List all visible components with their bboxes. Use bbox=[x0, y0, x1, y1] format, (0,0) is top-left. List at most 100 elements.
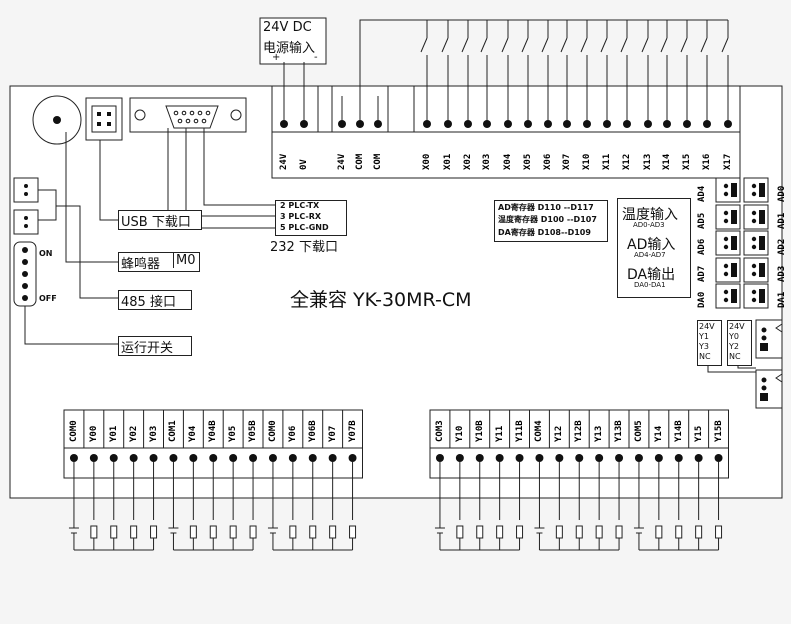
da-register-text: DA寄存器 D108--D109 bbox=[498, 228, 591, 237]
analog-left-label: AD7 bbox=[697, 265, 707, 282]
terminal-screw bbox=[644, 120, 652, 128]
terminal-screw bbox=[504, 120, 512, 128]
small-box-label: 24V bbox=[729, 322, 745, 331]
analog-pin bbox=[751, 271, 757, 277]
terminal-screw bbox=[683, 120, 691, 128]
terminal-screw bbox=[356, 120, 364, 128]
bottom-terminal-label: Y12B bbox=[574, 420, 585, 442]
load-resistor-icon bbox=[695, 525, 703, 539]
power-minus: - bbox=[314, 52, 318, 63]
analog-pin bbox=[723, 244, 729, 250]
bottom-terminal-label: Y13B bbox=[614, 420, 625, 442]
ad-input-range: AD4-AD7 bbox=[634, 251, 666, 259]
analog-left-label: AD5 bbox=[697, 212, 707, 229]
top-terminal-label: X12 bbox=[622, 153, 632, 170]
db9-pin bbox=[205, 110, 211, 116]
terminal-screw bbox=[475, 454, 484, 462]
input-common-bus bbox=[359, 19, 728, 120]
terminal-screw bbox=[623, 120, 631, 128]
temp-input-range: AD0-AD3 bbox=[633, 221, 665, 229]
rs232-pin3: 3 PLC-RX bbox=[280, 212, 322, 221]
top-terminal-label: X05 bbox=[523, 153, 533, 170]
analog-right-label: AD2 bbox=[777, 238, 787, 255]
terminal-screw bbox=[595, 454, 604, 462]
db9-pin bbox=[173, 110, 179, 116]
db9-pin bbox=[189, 110, 195, 116]
load-resistor-icon bbox=[289, 525, 297, 539]
load-resistor-icon bbox=[615, 525, 623, 539]
bottom-terminal-label: COM0 bbox=[267, 420, 278, 442]
analog-pin bbox=[751, 191, 757, 197]
switch-off-label: OFF bbox=[39, 294, 57, 303]
terminal-screw bbox=[249, 454, 258, 462]
top-terminal-label: 24V bbox=[279, 153, 289, 170]
bottom-terminal-label: Y06B bbox=[307, 420, 318, 442]
rs485-label-box bbox=[118, 290, 192, 310]
bottom-terminal-label: Y01 bbox=[108, 425, 119, 442]
terminal-screw bbox=[229, 454, 238, 462]
small-box-label: 24V bbox=[699, 322, 715, 331]
terminal-screw bbox=[209, 454, 218, 462]
terminal-screw bbox=[444, 120, 452, 128]
connector-pin bbox=[761, 327, 767, 333]
load-resistor-icon bbox=[110, 525, 118, 539]
switch-contact bbox=[560, 37, 568, 53]
small-box-label: Y1 bbox=[699, 332, 709, 341]
rs232-download-port-label: 232 下载口 bbox=[270, 240, 338, 255]
terminal-screw bbox=[654, 454, 663, 462]
terminal-screw bbox=[724, 120, 732, 128]
switch-contact bbox=[641, 37, 649, 53]
connector-pin bbox=[24, 192, 28, 196]
analog-pin bbox=[751, 218, 757, 224]
switch-dot bbox=[22, 271, 28, 277]
buzzer-address: M0 bbox=[173, 253, 196, 268]
analog-right-label: AD0 bbox=[777, 185, 787, 202]
analog-pin bbox=[751, 263, 757, 269]
load-resistor-icon bbox=[90, 525, 98, 539]
run-switch-callout-line bbox=[24, 306, 118, 345]
rs232-tx-line bbox=[203, 128, 275, 206]
switch-contact bbox=[700, 37, 708, 53]
terminal-screw bbox=[615, 454, 624, 462]
top-terminal-label: X06 bbox=[543, 153, 553, 170]
bottom-terminal-label: Y10B bbox=[474, 420, 485, 442]
load-resistor-icon bbox=[575, 525, 583, 539]
terminal-screw bbox=[338, 120, 346, 128]
top-label-strip bbox=[271, 131, 741, 179]
top-terminal-label: X11 bbox=[602, 153, 612, 170]
bottom-terminal-label: Y02 bbox=[128, 425, 139, 442]
bottom-terminal-label: Y14B bbox=[673, 420, 684, 442]
analog-pin bbox=[723, 289, 729, 295]
terminal-screw bbox=[169, 454, 178, 462]
temp-input-title: 温度输入 bbox=[622, 207, 678, 223]
load-resistor-icon bbox=[349, 525, 357, 539]
analog-pin bbox=[723, 218, 729, 224]
connector-pin bbox=[761, 385, 767, 391]
run-switch-label: 运行开关 bbox=[121, 341, 174, 356]
analog-description-box bbox=[617, 198, 691, 298]
db9-pin bbox=[193, 118, 199, 124]
analog-pin bbox=[751, 236, 757, 242]
connector-pin bbox=[24, 224, 28, 228]
terminal-screw bbox=[288, 454, 297, 462]
db9-screw-left bbox=[134, 109, 146, 121]
top-terminal-label: X13 bbox=[643, 153, 653, 170]
rs485-bracket bbox=[38, 189, 57, 221]
load-resistor-icon bbox=[150, 525, 158, 539]
db9-pin bbox=[201, 118, 207, 124]
output-connector bbox=[755, 319, 783, 359]
da-output-range: DA0-DA1 bbox=[634, 281, 666, 289]
usb-pin bbox=[107, 112, 111, 116]
terminal-screw bbox=[555, 454, 564, 462]
terminal-screw bbox=[300, 120, 308, 128]
terminal-screw bbox=[483, 120, 491, 128]
analog-left-label: DA0 bbox=[697, 291, 707, 308]
switch-contact bbox=[541, 37, 549, 53]
terminal-screw bbox=[268, 454, 277, 462]
load-resistor-icon bbox=[309, 525, 317, 539]
switch-on-label: ON bbox=[39, 249, 53, 258]
bottom-terminal-label: Y04B bbox=[208, 420, 219, 442]
terminal-screw bbox=[495, 454, 504, 462]
analog-right-label: DA1 bbox=[777, 291, 787, 308]
